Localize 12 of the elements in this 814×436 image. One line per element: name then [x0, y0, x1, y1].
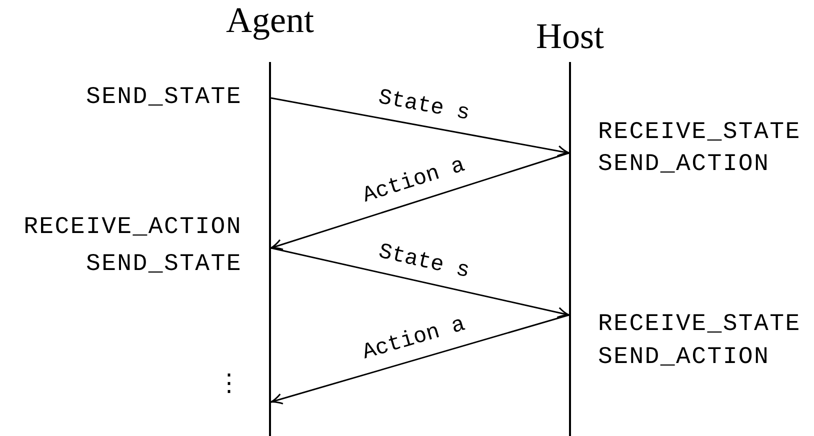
state-label: RECEIVE_STATE: [598, 313, 801, 337]
lifeline: [569, 62, 571, 436]
state-label: SEND_ACTION: [598, 346, 770, 370]
state-label: RECEIVE_STATE: [598, 121, 801, 145]
lifeline-title: Host: [536, 18, 604, 54]
state-label: SEND_STATE: [86, 253, 242, 277]
state-label: SEND_STATE: [86, 86, 242, 110]
state-label: ⋮: [216, 374, 242, 398]
lifeline: [269, 62, 271, 436]
state-label: SEND_ACTION: [598, 153, 770, 177]
state-label: RECEIVE_ACTION: [24, 216, 242, 240]
lifeline-title: Agent: [226, 2, 314, 38]
